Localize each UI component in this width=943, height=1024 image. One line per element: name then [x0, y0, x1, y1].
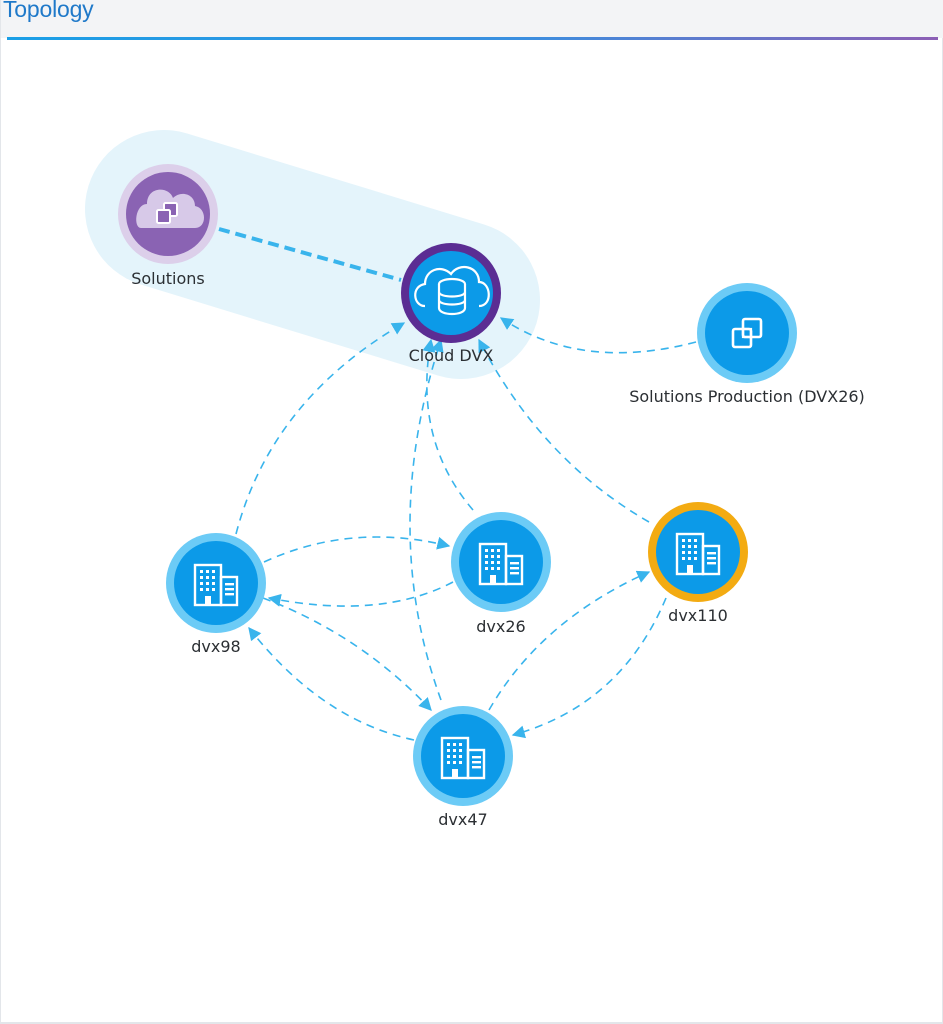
node-label: Solutions Production (DVX26) — [629, 387, 865, 406]
node-solutions-production[interactable]: Solutions Production (DVX26) — [629, 283, 865, 406]
header-accent-line — [7, 37, 938, 40]
edge-dvx26-dvx98 — [267, 581, 454, 607]
edge-dvx110-clouddvx — [478, 338, 650, 523]
node-body — [421, 714, 505, 798]
node-label: Cloud DVX — [409, 346, 494, 365]
edge-dvx26-clouddvx — [422, 338, 474, 511]
cloud-database-icon — [414, 265, 490, 316]
edge-dvx47-clouddvx — [409, 338, 444, 701]
edge-solutions-clouddvx — [218, 227, 402, 282]
edge-solutionsprod-clouddvx — [499, 317, 697, 354]
edge-dvx98-clouddvx — [235, 322, 406, 535]
node-cloud-dvx[interactable]: Cloud DVX — [401, 243, 501, 365]
edge-dvx98-dvx47 — [262, 597, 432, 711]
node-label: dvx98 — [191, 637, 240, 656]
panel-header: Topology — [1, 0, 943, 38]
node-dvx110[interactable]: dvx110 — [648, 502, 748, 625]
node-body — [459, 520, 543, 604]
node-body — [705, 291, 789, 375]
node-label: dvx110 — [668, 606, 728, 625]
panel-title: Topology — [3, 0, 94, 22]
node-body — [174, 541, 258, 625]
edges — [218, 227, 697, 741]
node-dvx47[interactable]: dvx47 — [413, 706, 513, 829]
node-label: Solutions — [131, 269, 205, 288]
edge-dvx47-dvx98 — [248, 626, 415, 741]
node-solutions[interactable]: Solutions — [118, 164, 218, 288]
node-body — [656, 510, 740, 594]
edge-dvx47-dvx110 — [488, 570, 651, 711]
node-dvx26[interactable]: dvx26 — [451, 512, 551, 636]
edge-dvx110-dvx47 — [511, 597, 667, 739]
cloud-shared-icon — [136, 189, 204, 228]
node-label: dvx26 — [476, 617, 525, 636]
edge-dvx98-dvx26 — [263, 536, 451, 563]
node-label: dvx47 — [438, 810, 487, 829]
node-dvx98[interactable]: dvx98 — [166, 533, 266, 656]
